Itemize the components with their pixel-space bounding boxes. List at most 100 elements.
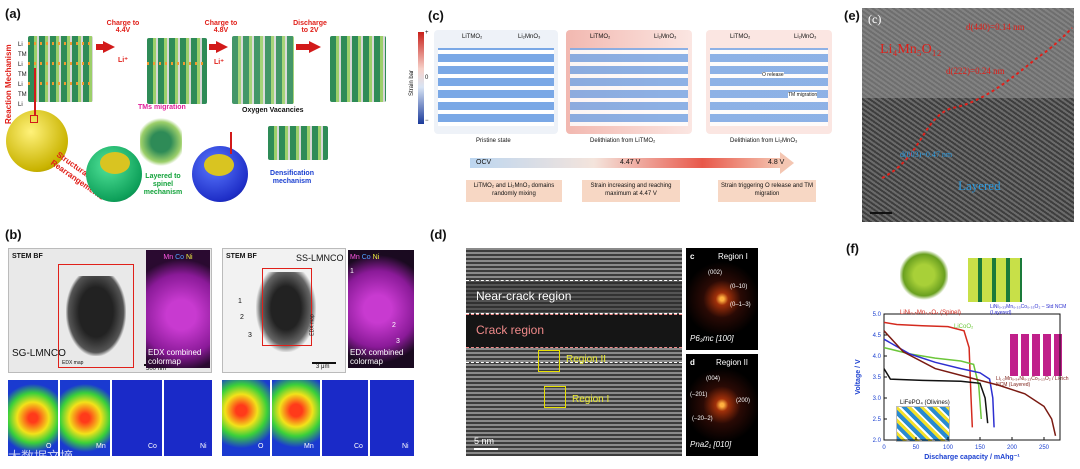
strain-zero: 0	[425, 75, 429, 81]
region2-label: Region II	[566, 354, 607, 365]
near-crack-region	[466, 280, 682, 314]
delith1-litmo2: LiTMO₂	[590, 34, 611, 40]
series-line-3	[883, 330, 1057, 436]
li-rich-crystal-icon	[1010, 334, 1064, 376]
sg-edx-map-label: EDX map	[62, 360, 84, 366]
v48-label: 4.8 V	[768, 159, 785, 166]
charge-arrow-2	[216, 41, 228, 53]
layered-crystal-icon	[968, 258, 1022, 302]
v447-label: 4.47 V	[620, 159, 641, 166]
fft-c-label: c	[690, 252, 695, 261]
tm-migration-label: TM migration	[788, 92, 818, 98]
delith1-li2mno3: Li₂MnO₃	[654, 34, 677, 40]
sg-edx-colormap	[146, 250, 210, 368]
x-tick-label-5: 250	[1039, 445, 1050, 451]
sg-scale-label: 500 nm	[146, 366, 167, 372]
ss-co-map	[322, 380, 368, 456]
licoo2-series-label: LiCoO₂	[954, 324, 974, 330]
ss-mn-map	[272, 380, 320, 456]
ss-edx-colormap	[348, 250, 414, 368]
layered-structure-2	[147, 38, 207, 104]
delith1-caption: Delithiation from LiTMO₂	[590, 138, 656, 144]
sg-edx-box	[58, 264, 134, 368]
series-line-4	[883, 368, 989, 424]
ss-marker-1: 1	[238, 298, 242, 305]
sg-colormap-label: EDX combined colormap	[148, 348, 202, 366]
ss-color-marker-3: 3	[396, 338, 400, 345]
voltage-arrow	[470, 158, 780, 168]
reaction-mechanism-label: Reaction Mechanism	[4, 44, 13, 124]
ss-scale-label: 3 μm	[316, 364, 330, 370]
x-tick-label-1: 50	[913, 445, 920, 451]
panel-b-label: (b)	[5, 227, 22, 242]
near-crack-label: Near-crack region	[476, 289, 572, 303]
fft-d-spot-201: (–201)	[690, 392, 708, 398]
panel-d-label: (d)	[430, 227, 447, 242]
ocv-label: OCV	[476, 159, 492, 166]
ss-edx-box	[262, 268, 312, 346]
y-tick-label-5: 4.5	[873, 333, 882, 339]
discharge-label: Discharge to 2V	[293, 20, 327, 34]
ss-edx-map-label: EDX map	[309, 314, 316, 336]
d003-label: d(003)=0.47 nm	[900, 150, 953, 159]
pristine-litmo2: LiTMO₂	[462, 34, 483, 40]
note-strain-max: Strain increasing and reaching maximum a…	[582, 180, 680, 202]
sg-name-label: SG-LMNCO	[12, 348, 66, 359]
sg-co-label: Co	[148, 443, 157, 450]
layered-structure-1	[28, 36, 93, 102]
fft-c-spot-010: (0–10)	[730, 284, 748, 290]
fft-c-spot-002: (002)	[708, 270, 723, 276]
spinel-structure	[140, 116, 182, 168]
strain-minus: −	[425, 118, 429, 124]
note-o-release: Strain triggering O release and TM migra…	[718, 180, 816, 202]
ss-ni-map	[370, 380, 414, 456]
o-release-label: O release	[762, 72, 784, 78]
layered-structure-4	[330, 36, 386, 102]
ss-color-marker-1: 1	[350, 268, 354, 275]
crack-region	[466, 314, 682, 348]
x-axis-label: Discharge capacity / mAhg⁻¹	[924, 454, 1020, 461]
densified-structure	[268, 126, 328, 160]
sg-edx-elements: Mn Co Ni	[163, 254, 193, 261]
pristine-li2mno3: Li₂MnO₃	[518, 34, 541, 40]
y-tick-label-0: 2.0	[873, 438, 882, 444]
sg-mn-label: Mn	[96, 443, 106, 450]
tms-migration-label: TMs migration	[138, 104, 186, 111]
oxygen-vacancies-label: Oxygen Vacancies	[242, 107, 304, 114]
pristine-caption: Pristine state	[476, 138, 511, 144]
charge-44-label: Charge to 4.4V	[106, 20, 140, 34]
series-line-1	[883, 346, 983, 420]
watermark: 大数据文摘	[8, 450, 74, 465]
region2-box	[538, 350, 560, 372]
spinel-series-label: LiNi₀.₅Mn₁.₅O₄ (Spinel)	[900, 310, 961, 316]
ss-co-label: Co	[354, 443, 363, 450]
particle-zoom-box	[30, 115, 38, 123]
panel-e-label: (e)	[844, 8, 860, 23]
dashed-boundary	[466, 362, 682, 386]
hrtem-inner-label: (c)	[868, 12, 882, 26]
ss-ni-label: Ni	[402, 443, 409, 450]
std-ncm-series-label: LiNi₀.₃₃Mn₀.₃₃Co₀.₃₃O₂ – Std NCM (Layere…	[990, 304, 1067, 316]
panel-a-label: (a)	[5, 6, 21, 21]
x-tick-label-3: 150	[975, 445, 986, 451]
panel-f-label: (f)	[846, 241, 859, 256]
panel-c-label: (c)	[428, 8, 444, 23]
x-tick-label-2: 100	[943, 445, 954, 451]
fft-region1	[686, 248, 758, 350]
ss-o-label: O	[258, 443, 264, 450]
delith2-caption: Delithiation from Li₂MnO₃	[730, 138, 798, 144]
sg-ni-label: Ni	[200, 443, 207, 450]
delith2-li2mno3: Li₂MnO₃	[794, 34, 817, 40]
ss-colormap-label: EDX combined colormap	[350, 348, 404, 366]
sg-stem-label: STEM BF	[12, 253, 43, 260]
y-tick-label-4: 4.0	[873, 354, 882, 360]
strain-bar-label: Strain bar	[409, 69, 415, 96]
fft-d-region: Region II	[716, 358, 749, 367]
discharge-arrow	[309, 41, 321, 53]
li4mn5o12-label: Li₄Mn₅O₁₂	[880, 42, 942, 57]
y-axis-label: Voltage / V	[855, 359, 862, 395]
d222-label: d(222)=0.24 nm	[946, 66, 1005, 76]
sg-o-map	[8, 380, 58, 456]
haadf-scale-label: 5 nm	[474, 436, 495, 446]
